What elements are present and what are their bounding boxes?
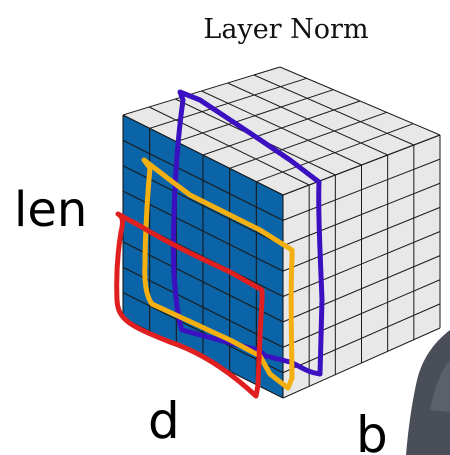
person-shoulder-highlight: [430, 360, 450, 412]
side-grid-line: [282, 255, 441, 323]
axis-label-len: len: [14, 182, 87, 238]
front-grid-line: [122, 292, 284, 374]
top-grid-line: [279, 66, 441, 136]
side-grid-line: [282, 279, 441, 348]
top-grid-line: [201, 90, 362, 166]
side-grid-line: [282, 231, 441, 297]
batch-slice-outline: [171, 89, 325, 377]
position-slice-outline: [114, 211, 265, 399]
side-grid-line: [282, 327, 441, 399]
top-grid-line: [148, 106, 310, 186]
person-silhouette: [406, 330, 450, 455]
front-grid-line: [122, 190, 284, 272]
front-grid-line: [122, 266, 284, 348]
axis-label-b: b: [356, 406, 388, 455]
axis-label-d: d: [148, 392, 180, 450]
front-grid-line: [122, 241, 284, 323]
side-grid-line: [282, 158, 441, 221]
top-grid-line: [253, 74, 415, 146]
front-grid-line: [122, 139, 284, 221]
top-grid-line: [122, 114, 284, 196]
side-grid-line: [282, 206, 441, 272]
diagram-title: Layer Norm: [203, 14, 368, 45]
top-grid-line: [227, 82, 388, 156]
side-grid-line: [282, 182, 441, 247]
side-grid-line: [282, 303, 441, 374]
